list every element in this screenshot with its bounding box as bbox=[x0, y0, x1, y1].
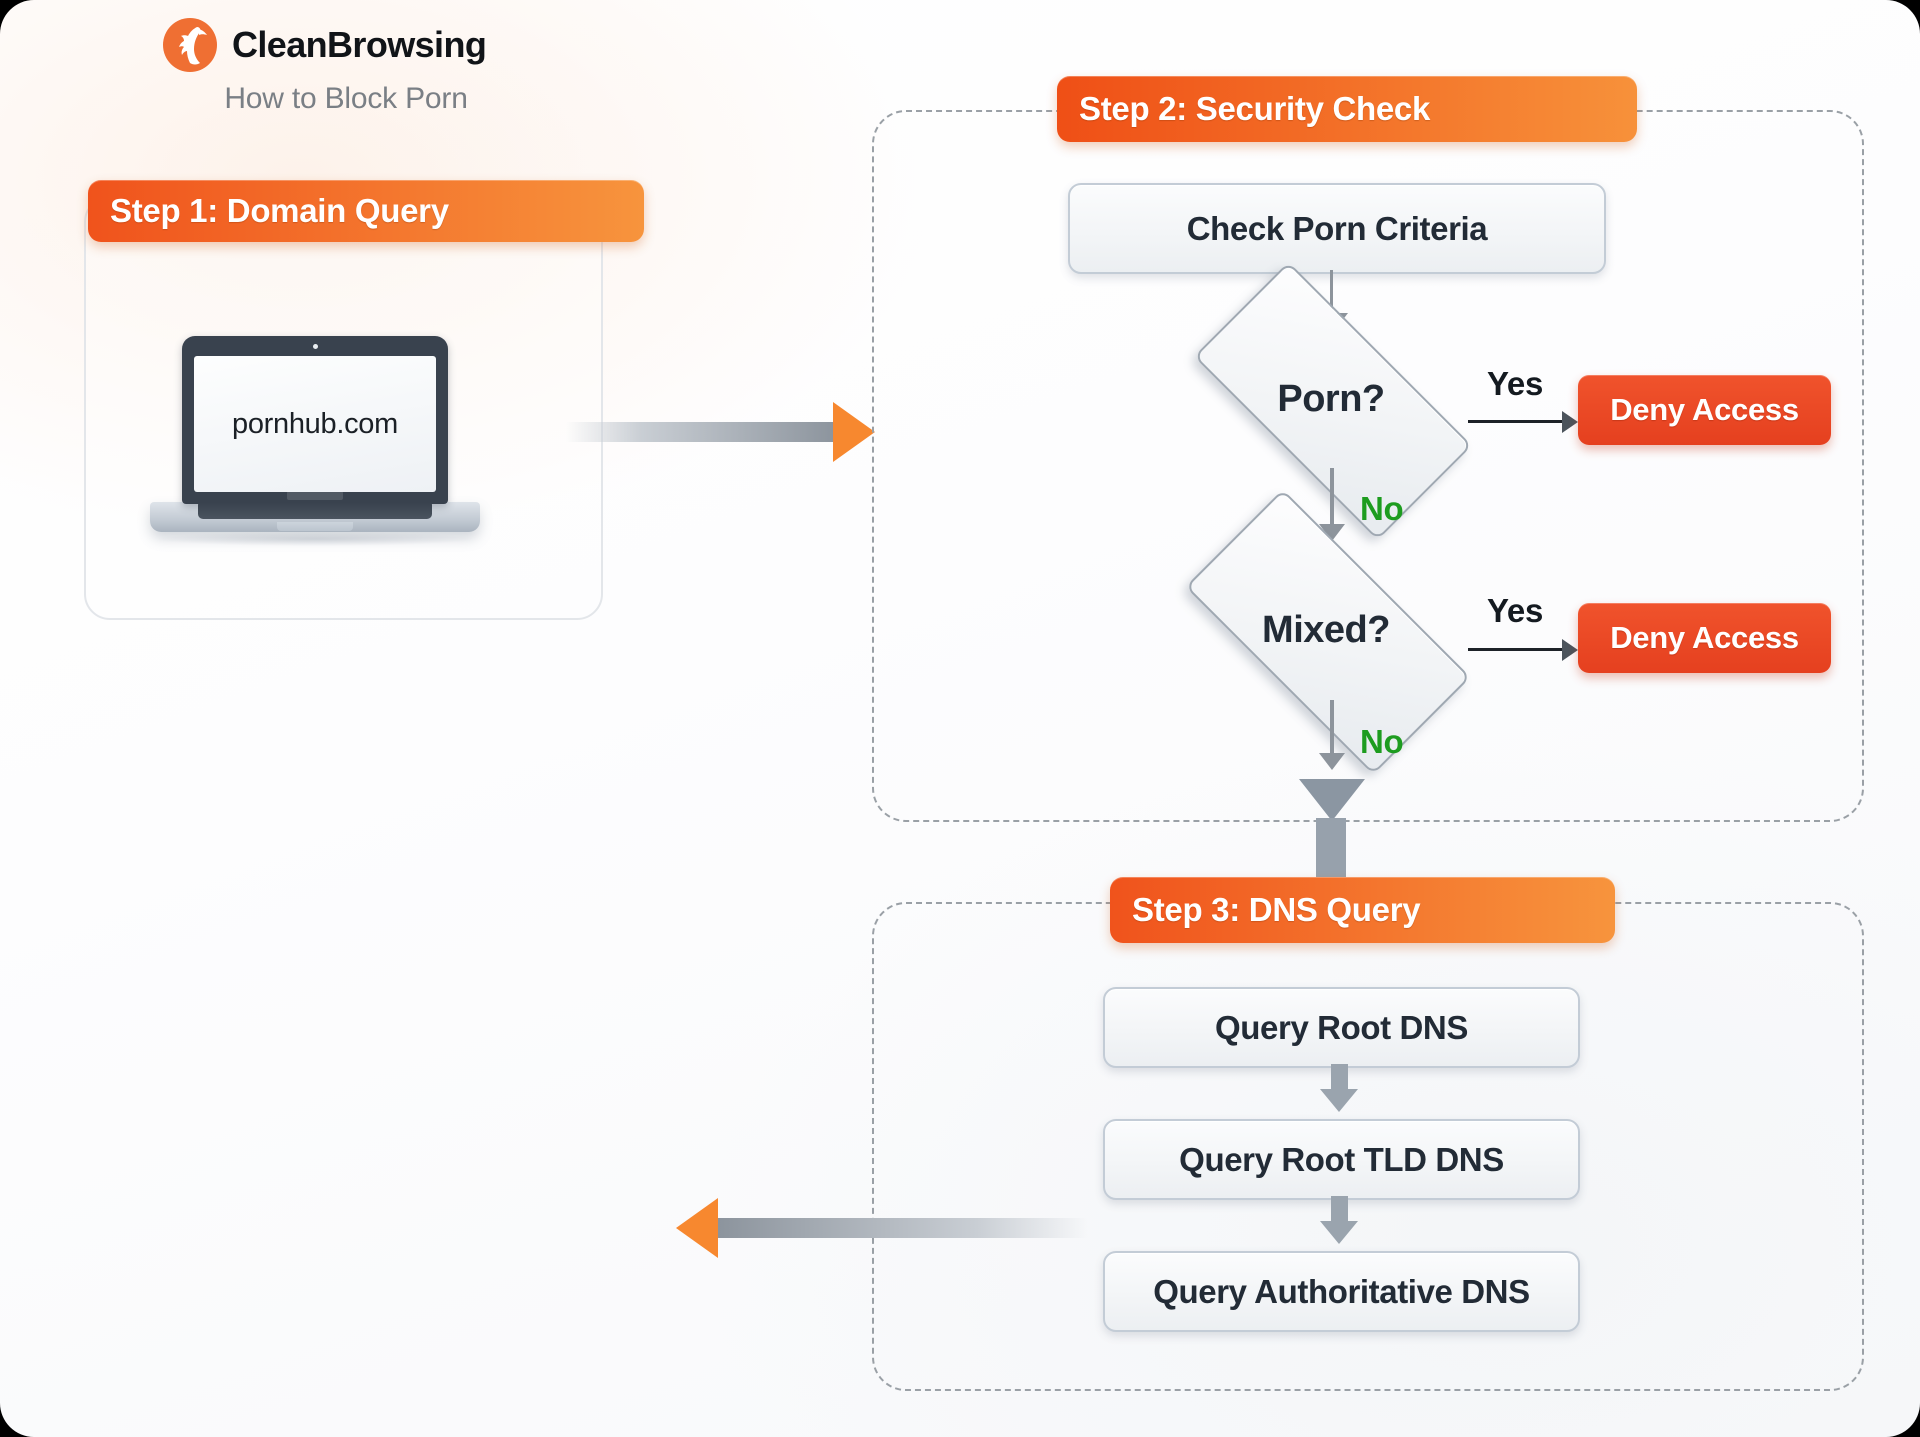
connector-porn-yes bbox=[1468, 420, 1565, 423]
response-arrow-shaft bbox=[718, 1218, 1088, 1238]
query-root-tld-dns-box[interactable]: Query Root TLD DNS bbox=[1103, 1119, 1580, 1200]
browser-url-text: pornhub.com bbox=[232, 407, 398, 440]
connector-tld-to-authoritative bbox=[1331, 1196, 1348, 1222]
deny-access-button-2[interactable]: Deny Access bbox=[1578, 603, 1831, 673]
connector-arrow-right-icon-2 bbox=[1562, 639, 1578, 661]
laptop-illustration: pornhub.com bbox=[150, 336, 480, 550]
connector-mixed-no bbox=[1330, 700, 1334, 758]
wolf-head-icon bbox=[163, 18, 217, 72]
connector-arrow-down-icon-3 bbox=[1319, 753, 1345, 770]
query-arrow-head-icon bbox=[833, 402, 875, 462]
laptop-shadow bbox=[158, 532, 472, 546]
connector-arrow-right-icon bbox=[1562, 411, 1578, 433]
decision-porn-label: Porn? bbox=[1277, 377, 1385, 420]
laptop-trackpad bbox=[277, 522, 353, 531]
connector-arrow-down-icon-4 bbox=[1320, 1089, 1358, 1112]
response-arrow-head-icon bbox=[676, 1198, 718, 1258]
check-porn-criteria-box[interactable]: Check Porn Criteria bbox=[1068, 183, 1606, 274]
step2-to-step3-bar bbox=[1316, 818, 1346, 880]
step2-to-step3-arrow-icon bbox=[1299, 779, 1365, 821]
decision-porn[interactable]: Porn? bbox=[1193, 261, 1473, 541]
step2-badge: Step 2: Security Check bbox=[1057, 76, 1637, 142]
label-mixed-yes: Yes bbox=[1487, 592, 1543, 629]
laptop-keyboard bbox=[198, 503, 432, 519]
brand-logo: CleanBrowsing bbox=[163, 18, 487, 72]
connector-arrow-down-icon-5 bbox=[1320, 1221, 1358, 1244]
connector-mixed-yes bbox=[1468, 648, 1565, 651]
label-mixed-no: No bbox=[1360, 723, 1404, 760]
brand-name: CleanBrowsing bbox=[232, 24, 487, 65]
connector-porn-no bbox=[1330, 468, 1334, 528]
laptop-screen: pornhub.com bbox=[194, 356, 436, 492]
label-porn-yes: Yes bbox=[1487, 365, 1543, 402]
label-porn-no: No bbox=[1360, 490, 1404, 527]
connector-root-to-tld bbox=[1331, 1064, 1348, 1090]
step3-badge: Step 3: DNS Query bbox=[1110, 877, 1615, 943]
deny-access-button-1[interactable]: Deny Access bbox=[1578, 375, 1831, 445]
query-arrow-shaft bbox=[566, 422, 836, 442]
connector-criteria-to-porn bbox=[1330, 270, 1333, 318]
query-authoritative-dns-box[interactable]: Query Authoritative DNS bbox=[1103, 1251, 1580, 1332]
lid-logo-icon bbox=[287, 491, 343, 500]
laptop-lid: pornhub.com bbox=[182, 336, 448, 504]
decision-mixed[interactable]: Mixed? bbox=[1185, 489, 1471, 775]
step1-badge: Step 1: Domain Query bbox=[88, 180, 644, 242]
webcam-icon bbox=[312, 344, 318, 349]
decision-mixed-label: Mixed? bbox=[1262, 608, 1390, 651]
query-root-dns-box[interactable]: Query Root DNS bbox=[1103, 987, 1580, 1068]
page-subtitle: How to Block Porn bbox=[224, 82, 468, 115]
